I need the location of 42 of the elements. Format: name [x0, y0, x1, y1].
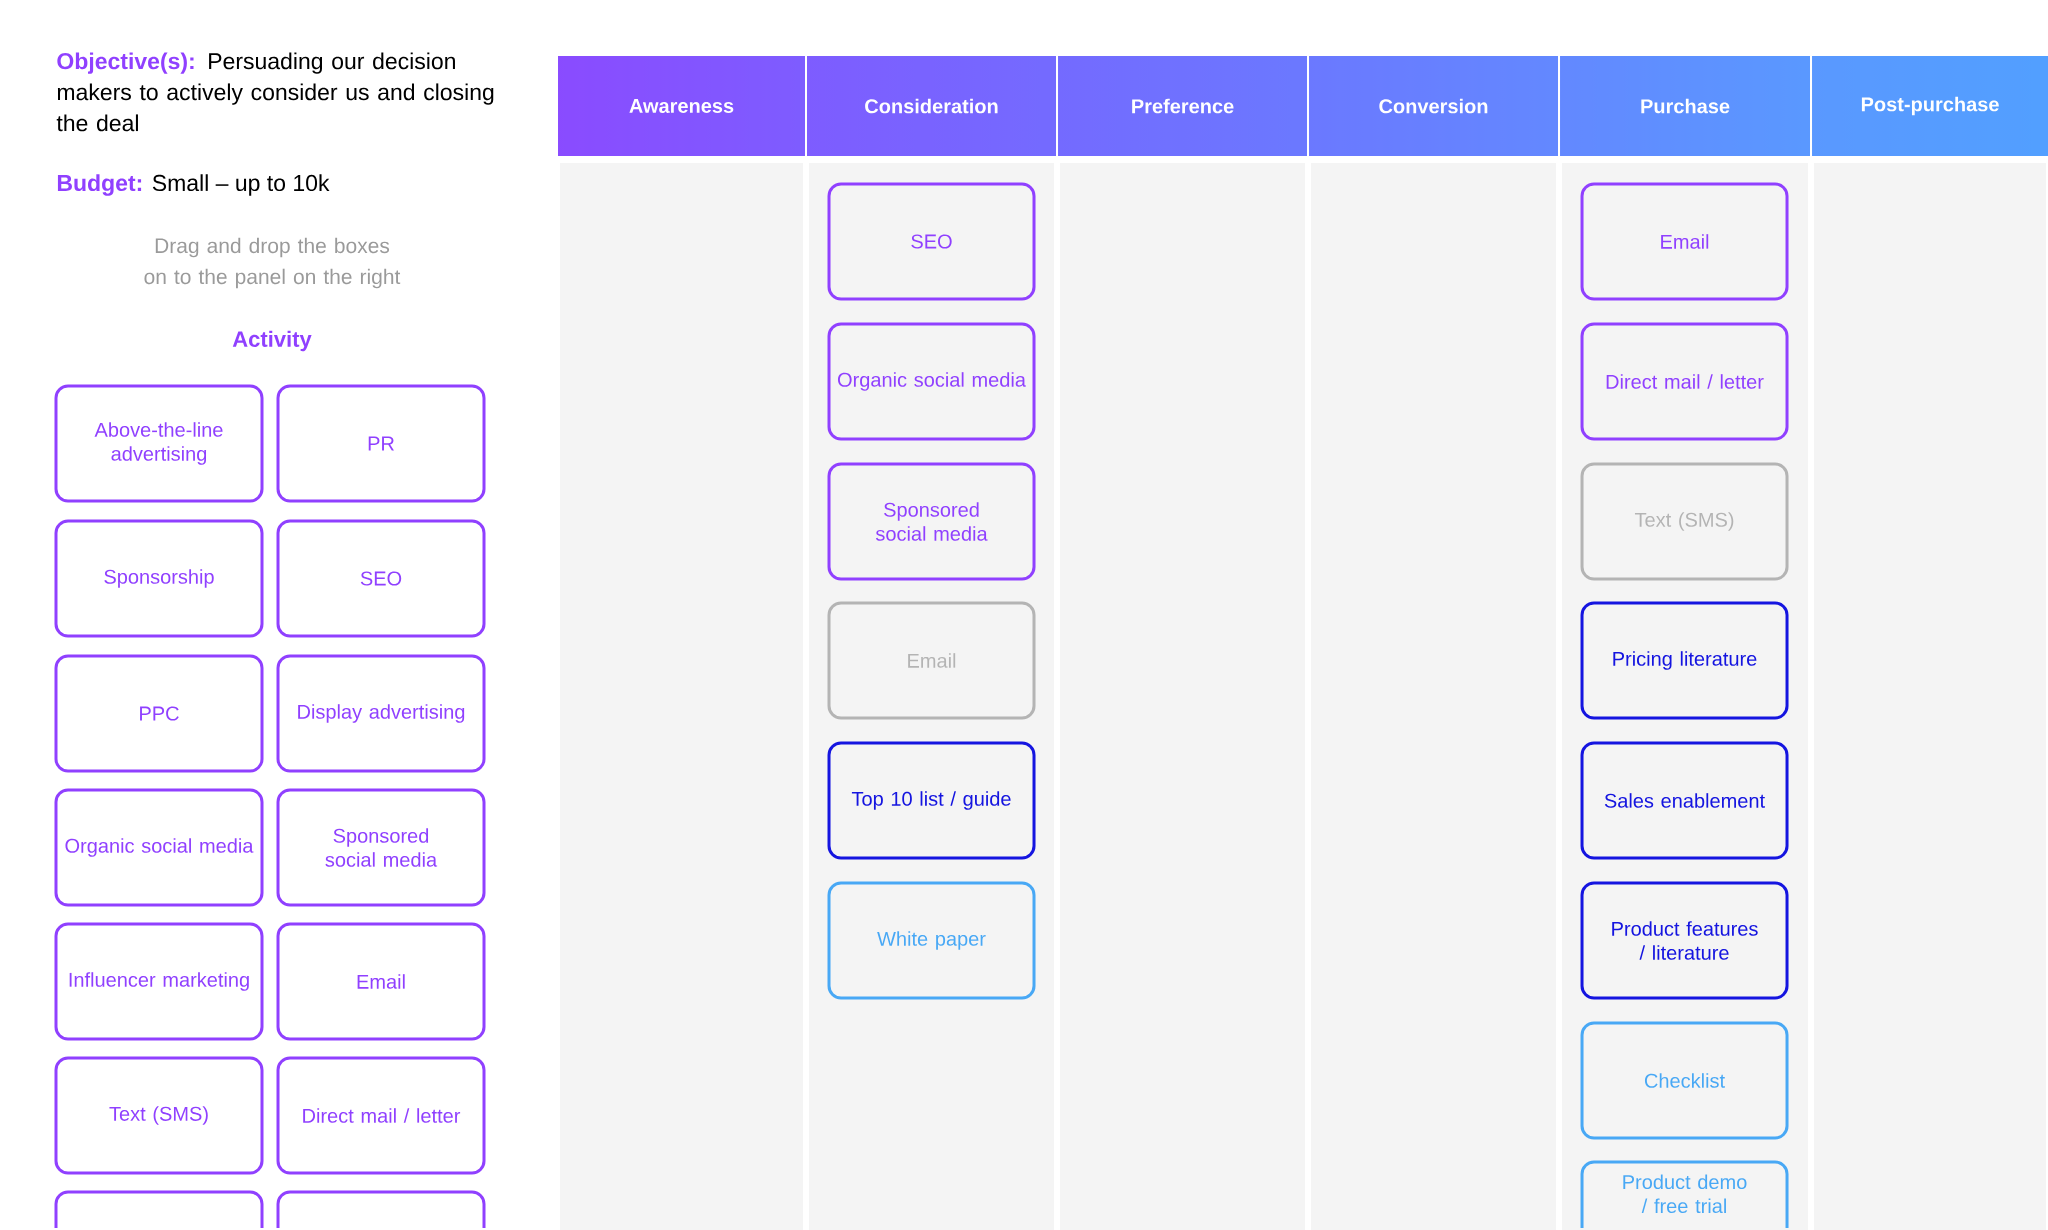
node-label: Post-purchase [1861, 96, 1999, 116]
stage-column: Preference [1058, 56, 1307, 1230]
activity-box: Direct mail / letter [1580, 322, 1789, 441]
activity-box: Influencer marketing [54, 922, 264, 1041]
activity-box: Text (SMS) [1580, 462, 1789, 581]
activity-box: SEO [827, 182, 1036, 301]
objective-text: Objective(s): Persuading our decision makers to actively consider us and closing the deal [56, 52, 494, 132]
activity-box: Email [276, 922, 486, 1041]
activity-box: Email [827, 601, 1036, 720]
activity-box: Organic social media [54, 788, 264, 907]
activity-box: Text (SMS) [54, 1056, 264, 1175]
node-label: Consideration [865, 98, 998, 114]
activity-box: Sponsorship [54, 519, 264, 638]
stage-column: Post-purchase [1812, 56, 2048, 1230]
activity-box: Product demo / free trial [1580, 1160, 1789, 1228]
activity-box: Direct mail / letter [276, 1056, 486, 1175]
activity-box: Sponsored social media [276, 788, 486, 907]
budget-text: Budget: Small – up to 10k [57, 174, 330, 196]
stage-column: Awareness [558, 56, 805, 1230]
activity-box: PR [276, 384, 486, 503]
activity-box: Sponsored social media [827, 462, 1036, 581]
node-label: Preference [1132, 98, 1234, 114]
instruction-text: Drag and drop the boxes on to the panel on the right [144, 237, 401, 289]
activity-box: White paper [827, 881, 1036, 1000]
activity-box: Sales enablement [1580, 741, 1789, 860]
activity-box: SEO [276, 519, 486, 638]
activity-box: Checklist [1580, 1021, 1789, 1140]
activity-box [54, 1190, 264, 1228]
activity-box: Display advertising [276, 654, 486, 773]
activity-box: Above-the-line advertising [54, 384, 264, 503]
activity-box: PPC [54, 654, 264, 773]
activity-box: Email [1580, 182, 1789, 301]
node-label: Awareness [629, 99, 734, 113]
node-label: Conversion [1379, 98, 1488, 114]
activity-box: Product features / literature [1580, 881, 1789, 1000]
activity-box: Pricing literature [1580, 601, 1789, 720]
node-label: Purchase [1641, 98, 1730, 114]
stage-column: Conversion [1309, 56, 1559, 1230]
activity-box: Top 10 list / guide [827, 741, 1036, 860]
activity-box: Organic social media [827, 322, 1036, 441]
activity-box [276, 1190, 486, 1228]
section-heading: Activity [232, 330, 312, 352]
